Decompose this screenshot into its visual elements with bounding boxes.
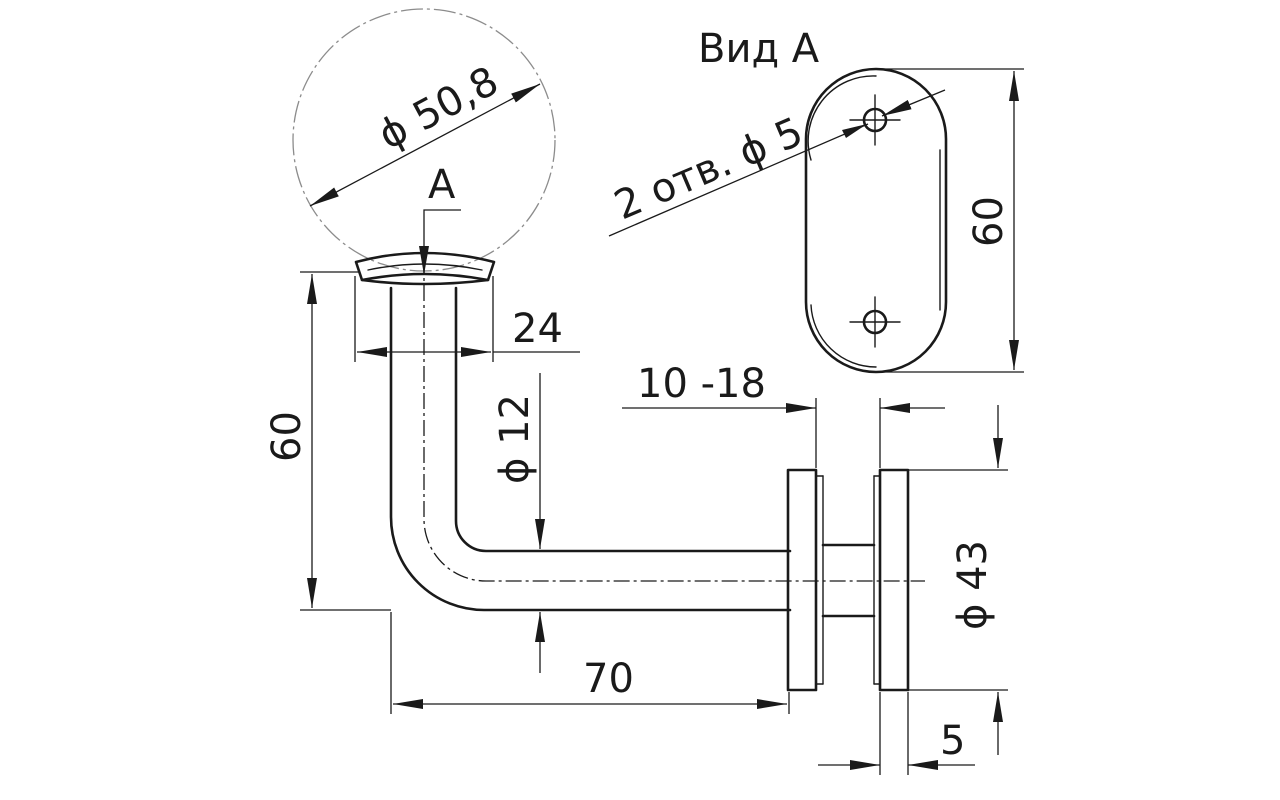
plate-length-label: 60 bbox=[966, 196, 1012, 247]
section-mark-label: А bbox=[428, 162, 456, 208]
rod-diameter-label: ϕ 12 bbox=[492, 394, 538, 484]
plate-length-dimension: 60 bbox=[876, 68, 1024, 373]
mounting-hole-bottom bbox=[849, 296, 901, 348]
mounting-hole-top bbox=[849, 94, 901, 146]
gap-range-label: 10 -18 bbox=[637, 361, 766, 407]
holes-leader: 2 отв. ϕ 5 bbox=[608, 89, 946, 237]
saddle-width-dimension: 24 bbox=[354, 276, 580, 362]
bent-rod bbox=[389, 258, 925, 612]
handrail-diameter-dimension: ϕ 50,8 bbox=[309, 58, 541, 207]
saddle-width-label: 24 bbox=[512, 306, 563, 352]
flange-diameter-dimension: ϕ 43 bbox=[908, 405, 1008, 755]
reach-dimension: 70 bbox=[390, 612, 790, 714]
flange-diameter-label: ϕ 43 bbox=[950, 540, 996, 630]
flange-thickness-dimension: 5 bbox=[818, 692, 975, 775]
flange-thickness-label: 5 bbox=[940, 718, 965, 764]
section-mark: А bbox=[419, 162, 461, 275]
reach-label: 70 bbox=[583, 656, 634, 702]
rod-diameter-dimension: ϕ 12 bbox=[492, 373, 545, 673]
flange-assembly bbox=[786, 468, 910, 692]
height-dimension: 60 bbox=[264, 271, 391, 611]
view-title: Вид А bbox=[698, 26, 820, 72]
gap-range-dimension: 10 -18 bbox=[622, 361, 945, 468]
handrail-diameter-label: ϕ 50,8 bbox=[371, 58, 506, 159]
mounting-plate bbox=[804, 67, 948, 374]
holes-label: 2 отв. ϕ 5 bbox=[608, 109, 810, 229]
height-label: 60 bbox=[264, 411, 310, 462]
